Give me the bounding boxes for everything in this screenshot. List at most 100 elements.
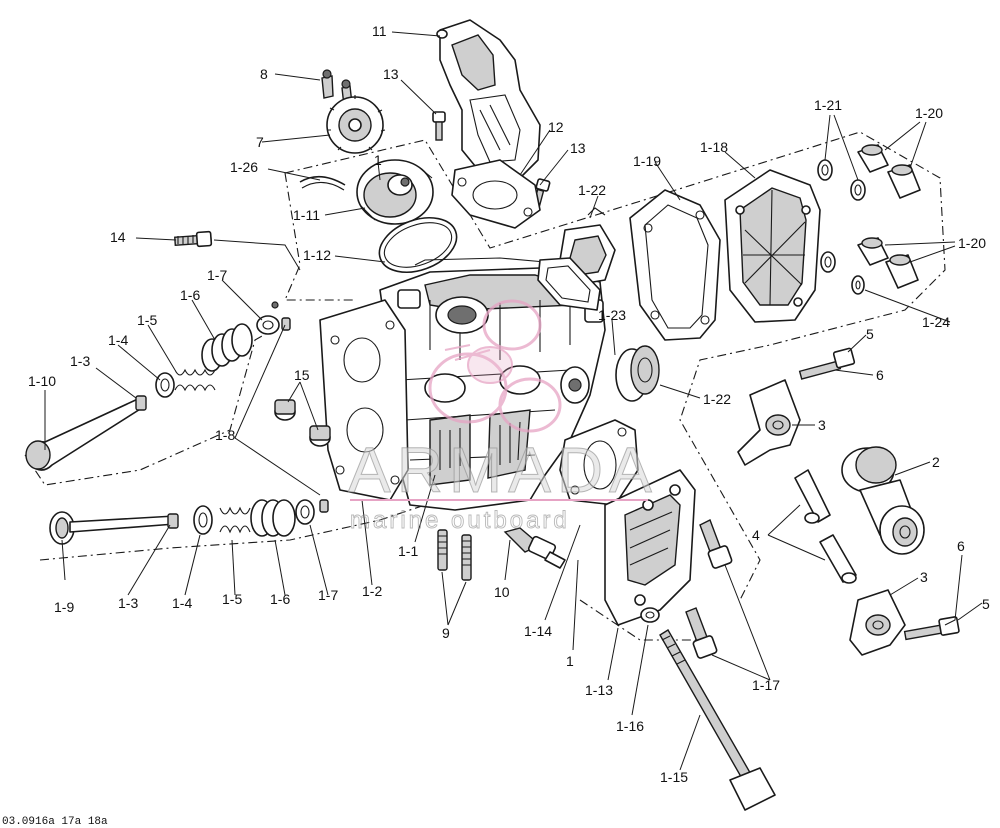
- stud-1-15: [659, 629, 776, 811]
- head-cover-gasket-1-19: [629, 189, 721, 341]
- rocker-arm-3-upper: [737, 379, 801, 466]
- callout-5: 5: [982, 596, 990, 612]
- callout-3: 3: [920, 569, 928, 585]
- callout-1-4: 1-4: [108, 332, 128, 348]
- valve-springs-outer-1-6: [201, 323, 296, 537]
- callout-13: 13: [383, 66, 399, 82]
- spring-retainers-1-7: [256, 315, 315, 525]
- watermark-logo-icon: [428, 299, 562, 433]
- callout-9: 9: [442, 625, 450, 641]
- callout-1-3: 1-3: [70, 353, 90, 369]
- callout-1-6: 1-6: [270, 591, 290, 607]
- callout-1-15: 1-15: [660, 769, 688, 785]
- callout-12: 12: [548, 119, 564, 135]
- callout-2: 2: [932, 454, 940, 470]
- spark-plug-10: [503, 527, 566, 569]
- bolt-5-lower: [903, 616, 960, 641]
- watermark: ARMADA marine outboard: [348, 299, 658, 534]
- cylinder-head-1: [379, 257, 606, 511]
- callout-1-26: 1-26: [230, 159, 258, 175]
- intake-elbow-11: [436, 19, 541, 179]
- washer-1-24: [851, 275, 865, 295]
- head-cover-1-18: [724, 169, 821, 323]
- valve-springs-inner-1-5: [174, 368, 251, 534]
- callout-3: 3: [818, 417, 826, 433]
- bolt-14: [174, 230, 213, 248]
- rocker-arm-3-lower: [849, 589, 906, 656]
- callout-1-2: 1-2: [362, 583, 382, 599]
- o-ring-1-12: [378, 217, 458, 273]
- callout-1-21: 1-21: [814, 97, 842, 113]
- callout-1: 1: [566, 653, 574, 669]
- valve-guides-1-8: [271, 301, 329, 513]
- callout-1-12: 1-12: [303, 247, 331, 263]
- assembly-boundaries: [24, 131, 946, 641]
- callout-1-13: 1-13: [585, 682, 613, 698]
- callout-15: 15: [294, 367, 310, 383]
- callout-1-22: 1-22: [578, 182, 606, 198]
- intake-gasket-12: [451, 159, 541, 229]
- callout-1-5: 1-5: [222, 591, 242, 607]
- callout-1-5: 1-5: [137, 312, 157, 328]
- dowel-pins-15: [274, 399, 331, 447]
- callout-1-24: 1-24: [922, 314, 950, 330]
- callout-1: 1: [374, 152, 382, 168]
- callout-1-4: 1-4: [172, 595, 192, 611]
- timing-sprocket-7: [326, 95, 386, 154]
- callout-1-17: 1-17: [752, 677, 780, 693]
- reference-code: 03.0916a 17a 18a: [2, 816, 108, 828]
- side-gasket-1-14: [559, 419, 639, 506]
- valve-keepers-1-3: [135, 395, 179, 529]
- camshaft-2: [841, 446, 925, 555]
- callout-10: 10: [494, 584, 510, 600]
- cap-nuts-1-20: [857, 144, 921, 289]
- grommets-1-21: [817, 159, 866, 273]
- gasket-1-23: [537, 257, 601, 311]
- callout-1-18: 1-18: [700, 139, 728, 155]
- callout-1-7: 1-7: [207, 267, 227, 283]
- bolt-5-upper: [798, 347, 856, 380]
- washer-1-16: [640, 607, 660, 623]
- callout-1-16: 1-16: [616, 718, 644, 734]
- cam-housing-1-11: [356, 159, 434, 225]
- seal-1-26: [299, 175, 346, 191]
- callout-13: 13: [570, 140, 586, 156]
- callout-1-20: 1-20: [915, 105, 943, 121]
- spring-seats-1-4: [155, 372, 213, 535]
- callout-1-8: 1-8: [215, 427, 235, 443]
- callout-6: 6: [957, 538, 965, 554]
- leader-lines: [44, 31, 983, 771]
- callout-14: 14: [110, 229, 126, 245]
- callout-1-22: 1-22: [703, 391, 731, 407]
- valve-intake-1-9: [49, 511, 176, 545]
- callout-1-14: 1-14: [524, 623, 552, 639]
- callout-1-11: 1-11: [293, 207, 320, 223]
- head-gasket-1-2: [319, 299, 409, 501]
- seal-1-22-lower: [615, 345, 660, 402]
- watermark-brand: ARMADA: [348, 434, 658, 506]
- bolts-1-17: [685, 519, 733, 659]
- callout-4: 4: [752, 527, 760, 543]
- callout-1-3: 1-3: [118, 595, 138, 611]
- callout-1-6: 1-6: [180, 287, 200, 303]
- callout-8: 8: [260, 66, 268, 82]
- callout-1-9: 1-9: [54, 599, 74, 615]
- callout-7: 7: [256, 134, 264, 150]
- callout-1-23: 1-23: [598, 307, 626, 323]
- studs-9: [437, 529, 472, 581]
- watermark-tagline: marine outboard: [350, 507, 570, 534]
- callout-5: 5: [866, 326, 874, 342]
- bolt-13-upper: [432, 111, 446, 141]
- callout-1-7: 1-7: [318, 587, 338, 603]
- callout-1-19: 1-19: [633, 153, 661, 169]
- callout-labels: 11 8 13 7 12 13 1-26 1 1-11 1-22 1-19 1-…: [28, 23, 990, 785]
- callout-1-10: 1-10: [28, 373, 56, 389]
- rocker-shafts-4: [794, 469, 857, 584]
- side-cover-1-13: [604, 469, 696, 626]
- callout-1-20: 1-20: [958, 235, 986, 251]
- callout-11: 11: [372, 23, 387, 39]
- callout-1-1: 1-1: [398, 543, 418, 559]
- callout-6: 6: [876, 367, 884, 383]
- valve-exhaust-1-10: [25, 397, 146, 471]
